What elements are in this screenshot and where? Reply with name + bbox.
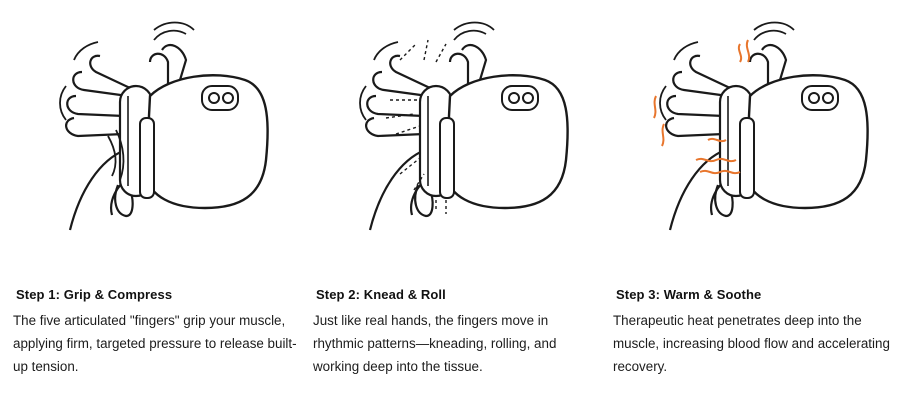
step-description: Just like real hands, the fingers move i…	[313, 313, 557, 374]
step-3: Step 3: Warm & Soothe Therapeutic heat p…	[600, 0, 900, 402]
step-description: The five articulated "fingers" grip your…	[13, 313, 297, 374]
massager-grip-illustration	[59, 21, 269, 232]
step-title: Step 3: Warm & Soothe	[616, 287, 762, 302]
massager-heat-illustration	[653, 21, 869, 232]
step-title: Step 1: Grip & Compress	[16, 287, 173, 302]
massager-knead-illustration	[359, 21, 569, 232]
step-1: Step 1: Grip & Compress The five articul…	[0, 0, 300, 402]
step-description: Therapeutic heat penetrates deep into th…	[613, 313, 890, 374]
step-title: Step 2: Knead & Roll	[316, 287, 446, 302]
step-2: Step 2: Knead & Roll Just like real hand…	[300, 0, 600, 402]
